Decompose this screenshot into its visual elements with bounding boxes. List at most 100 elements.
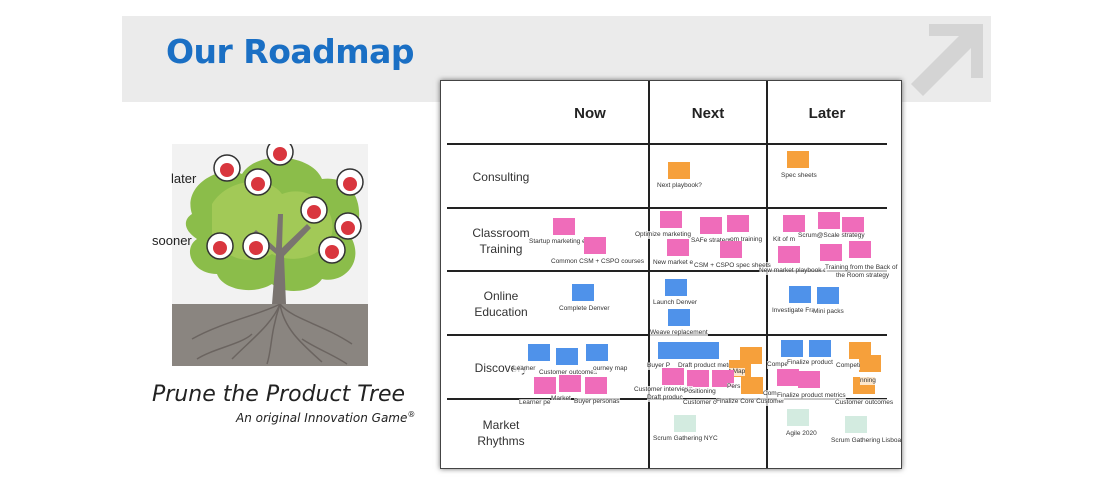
tree-caption-subtitle: An original Innovation Game® [236, 410, 416, 425]
sticky-note[interactable] [667, 239, 689, 256]
sticky-label: Draft product metri [678, 362, 732, 370]
sticky-label: Next playbook? [657, 182, 702, 190]
sticky-note[interactable] [820, 244, 842, 261]
sticky-note[interactable] [741, 377, 763, 394]
sticky-note[interactable] [720, 241, 742, 258]
sticky-note[interactable] [559, 375, 581, 392]
column-next: Next [691, 105, 725, 122]
sticky-note[interactable] [700, 217, 722, 234]
sticky-label: om training [730, 236, 763, 244]
sticky-note[interactable] [783, 215, 805, 232]
sticky-note[interactable] [809, 340, 831, 357]
sticky-label: Customer outcomes [835, 399, 894, 407]
sticky-label: Customer outcomes [539, 369, 598, 377]
sticky-note[interactable] [727, 215, 749, 232]
sticky-label: New market e [653, 259, 694, 267]
sticky-label: Customer interviews [634, 386, 693, 394]
tree-label-sooner: sooner [152, 233, 192, 248]
sticky-label: Competi [836, 362, 861, 370]
sticky-note[interactable] [687, 370, 709, 387]
sticky-note[interactable] [668, 309, 690, 326]
sticky-note[interactable] [662, 368, 684, 385]
column-now: Now [574, 105, 606, 122]
sticky-note[interactable] [849, 241, 871, 258]
sticky-label: Learner pe [519, 399, 551, 407]
sticky-label: the Room strategy [836, 272, 890, 280]
sticky-label: Optimize marketing [635, 231, 691, 239]
sticky-label: Scrum@Scale strategy [798, 232, 865, 240]
sticky-label: Finalize product [787, 359, 833, 367]
sticky-note[interactable] [658, 342, 680, 359]
sticky-label: Finalize product metrics [777, 392, 846, 400]
sticky-note[interactable] [677, 342, 699, 359]
sticky-note[interactable] [668, 162, 690, 179]
sticky-note[interactable] [674, 415, 696, 432]
sticky-note[interactable] [849, 342, 871, 359]
sticky-label: Draft produc [647, 394, 683, 402]
sticky-label: Customer c [683, 399, 717, 407]
row-consulting: Consulting [472, 170, 530, 184]
page-title: Our Roadmap [166, 32, 415, 71]
sticky-note[interactable] [798, 371, 820, 388]
sticky-note[interactable] [534, 377, 556, 394]
sticky-label: Launch Denver [653, 299, 698, 307]
sticky-note[interactable] [528, 344, 550, 361]
sticky-label: t Map [729, 368, 746, 376]
sticky-label: Com [763, 390, 777, 398]
sticky-label: SAFe strategy [691, 237, 733, 245]
sticky-note[interactable] [697, 342, 719, 359]
sticky-note[interactable] [553, 218, 575, 235]
sticky-note[interactable] [556, 348, 578, 365]
sticky-label: Compe [767, 361, 788, 369]
sticky-label: CSM + CSPO spec sheets [694, 262, 771, 270]
sticky-label: Scrum Gathering Lisboa [831, 437, 902, 445]
apple-icons [206, 144, 364, 264]
sticky-label: Finalize Core Customer [716, 398, 785, 406]
sticky-note[interactable] [778, 246, 800, 263]
sticky-label: Market [551, 395, 571, 403]
sticky-label: Spec sheets [781, 172, 817, 180]
sticky-note[interactable] [817, 287, 839, 304]
sticky-note[interactable] [584, 237, 606, 254]
product-tree-illustration [172, 144, 368, 366]
sticky-note[interactable] [859, 355, 881, 372]
arrow-up-right-icon [911, 24, 983, 96]
sticky-label: Buyer personas [574, 398, 620, 406]
sticky-note[interactable] [787, 409, 809, 426]
sticky-label: Common CSM + CSPO courses [551, 258, 645, 266]
sticky-note[interactable] [585, 377, 607, 394]
sticky-label: Buyer P [647, 362, 671, 370]
sticky-label: Mini packs [813, 308, 844, 316]
registered-mark: ® [407, 410, 416, 419]
sticky-note[interactable] [818, 212, 840, 229]
sticky-note[interactable] [845, 416, 867, 433]
sticky-label: Complete Denver [559, 305, 610, 313]
sticky-note[interactable] [660, 211, 682, 228]
sticky-note[interactable] [665, 279, 687, 296]
sticky-label: Weave replacement [650, 329, 708, 337]
sticky-note[interactable] [740, 347, 762, 364]
sticky-note[interactable] [787, 151, 809, 168]
sticky-label: Positioning [684, 388, 716, 396]
sticky-label: Investigate Fra [772, 307, 815, 315]
sticky-label: Agile 2020 [786, 430, 817, 438]
sticky-note[interactable] [789, 286, 811, 303]
sticky-label: ourney map [593, 365, 628, 373]
sticky-label: Training from the Back of [825, 264, 898, 272]
sticky-note[interactable] [781, 340, 803, 357]
column-later: Later [808, 105, 846, 122]
sticky-label: Learner [513, 365, 536, 373]
sticky-label: New market playbook c [759, 267, 827, 275]
sticky-note[interactable] [842, 217, 864, 234]
sticky-note[interactable] [586, 344, 608, 361]
sticky-note[interactable] [777, 369, 799, 386]
tree-caption-title: Prune the Product Tree [152, 382, 406, 407]
sticky-label: Kit of m [773, 236, 796, 244]
tree-label-later: later [171, 171, 197, 186]
sticky-note[interactable] [712, 370, 734, 387]
sticky-note[interactable] [572, 284, 594, 301]
